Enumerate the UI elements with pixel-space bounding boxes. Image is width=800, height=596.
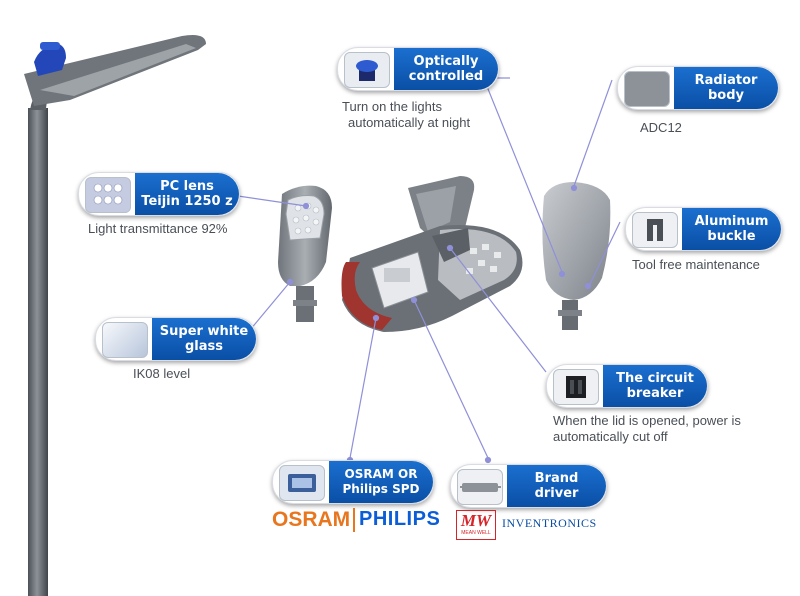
optically-controlled-desc-line2: automatically at night [348, 115, 471, 130]
optically-controlled-title-line1: Optically [413, 54, 479, 69]
circuit-breaker-desc-line2: automatically cut off [553, 429, 668, 444]
aluminum-buckle-badge: Aluminum buckle [625, 207, 782, 251]
circuit-breaker-desc-line1: When the lid is opened, power is [553, 413, 741, 428]
radiator-body-desc: ADC12 [640, 120, 682, 135]
spd-icon [279, 465, 325, 501]
super-white-glass-title-line1: Super white [159, 324, 249, 339]
super-white-glass-title: Super white glass [152, 318, 256, 360]
meanwell-logo-text: MEAN WELL [461, 530, 491, 536]
radiator-body-badge: Radiator body [617, 66, 779, 110]
pc-lens-title-line2: Teijin 1250 z [141, 194, 233, 209]
brand-driver-title-line1: Brand [534, 471, 579, 486]
circuit-breaker-title-line2: breaker [626, 386, 684, 401]
circuit-breaker-title: The circuit breaker [603, 365, 707, 407]
meanwell-logo-mark: MW [460, 511, 492, 530]
lamp-exploded-view [341, 176, 523, 332]
brand-driver-badge: Brand driver [450, 464, 607, 508]
radiator-body-title-line2: body [707, 88, 745, 103]
lamp-back-view [542, 182, 611, 330]
super-white-glass-badge: Super white glass [95, 317, 257, 361]
spd-badge: OSRAM OR Philips SPD [272, 460, 434, 504]
pc-lens-title: PC lens Teijin 1250 z [135, 173, 239, 215]
buckle-icon [632, 212, 678, 248]
pc-lens-title-line1: PC lens [160, 179, 214, 194]
aluminum-buckle-title: Aluminum buckle [682, 208, 781, 250]
brand-driver-title-line2: driver [534, 486, 579, 501]
optically-controlled-title: Optically controlled [394, 48, 498, 90]
spd-title: OSRAM OR Philips SPD [329, 461, 433, 503]
radiator-icon [624, 71, 670, 107]
meanwell-logo: MW MEAN WELL [456, 510, 496, 540]
optically-controlled-desc-line1: Turn on the lights [342, 99, 442, 114]
glass-icon [102, 322, 148, 358]
circuit-breaker-badge: The circuit breaker [546, 364, 708, 408]
radiator-body-title-line1: Radiator [694, 73, 758, 88]
lens-icon [85, 177, 131, 213]
aluminum-buckle-title-line1: Aluminum [694, 214, 769, 229]
spd-title-line1: OSRAM OR [344, 467, 418, 481]
radiator-body-title: Radiator body [674, 67, 778, 109]
optically-controlled-title-line2: controlled [408, 69, 484, 84]
pc-lens-badge: PC lens Teijin 1250 z [78, 172, 240, 216]
spd-title-line2: Philips SPD [342, 482, 420, 496]
super-white-glass-title-line2: glass [184, 339, 223, 354]
connector-lines [237, 77, 621, 464]
street-light-pole [24, 35, 206, 596]
lamp-front-view [278, 185, 332, 322]
philips-logo: PHILIPS [359, 508, 441, 530]
brand-driver-title: Brand driver [507, 465, 606, 507]
pc-lens-desc: Light transmittance 92% [88, 221, 228, 236]
circuit-breaker-title-line1: The circuit [616, 371, 694, 386]
aluminum-buckle-desc: Tool free maintenance [632, 257, 760, 272]
aluminum-buckle-title-line2: buckle [707, 229, 756, 244]
driver-icon [457, 469, 503, 505]
circuit-breaker-icon [553, 369, 599, 405]
optically-controlled-badge: Optically controlled [337, 47, 499, 91]
osram-logo: OSRAM [272, 508, 351, 531]
logo-divider [353, 508, 355, 532]
super-white-glass-desc: IK08 level [133, 366, 191, 381]
photocell-icon [344, 52, 390, 88]
inventronics-logo: INVENTRONICS [502, 516, 597, 530]
optically-controlled-desc: Turn on the lights automatically at nigh… [342, 99, 470, 131]
circuit-breaker-desc: When the lid is opened, power is automat… [553, 413, 741, 445]
